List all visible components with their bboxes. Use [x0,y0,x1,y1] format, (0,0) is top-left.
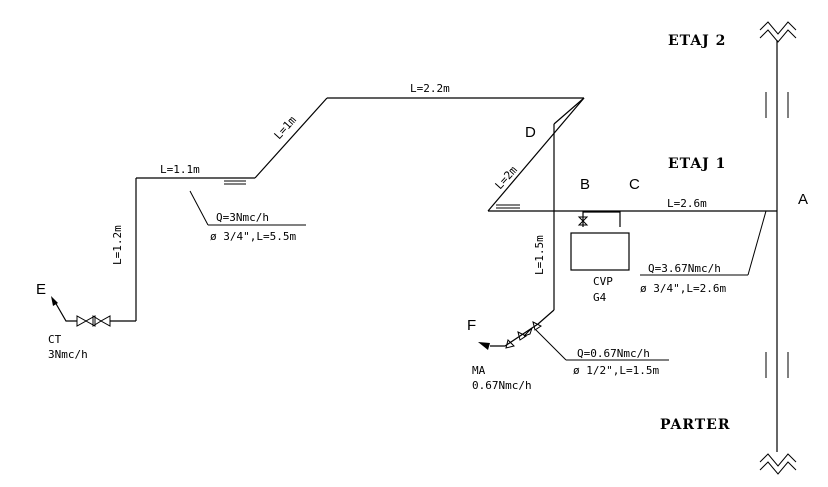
floor-label-parter: PARTER [660,417,730,433]
flow-q-left: Q=3Nmc/h [216,211,269,224]
flow-d-ab: ø 3/4",L=2.6m [640,282,726,295]
segment-label-top-run: L=2.2m [410,82,450,95]
cvp-type: G4 [593,291,607,304]
triangle-d [487,97,585,325]
ct-name: CT [48,333,62,346]
floor-label-etaj-2: ETAJ 2 [668,33,726,49]
cvp-name: CVP [593,275,613,288]
ma-flow: 0.67Nmc/h [472,379,532,392]
top-run [136,97,584,185]
ct-flow: 3Nmc/h [48,348,88,361]
segment-label-e-riser: L=1.2m [111,225,124,265]
point-label-c: C [629,176,640,193]
branch-f [478,321,542,350]
point-label-d: D [525,124,536,141]
point-label-a: A [798,191,808,208]
point-label-f: F [467,317,476,334]
riser-e [51,178,137,327]
flow-q-f: Q=0.67Nmc/h [577,347,650,360]
segment-label-drop-f: L=1.5m [533,235,546,275]
segment-label-diag-left: L=1m [272,113,300,142]
flow-leader-ab [640,210,767,276]
flow-leader-f [535,329,669,361]
segment-label-run-a: L=2.6m [667,197,707,210]
flow-d-f: ø 1/2",L=1.5m [573,364,659,377]
flow-d-left: ø 3/4",L=5.5m [210,230,296,243]
point-label-b: B [580,176,590,193]
flow-leader-left [189,190,306,226]
floor-label-etaj-1: ETAJ 1 [668,156,726,172]
flow-q-ab: Q=3.67Nmc/h [648,262,721,275]
cvp-meter [570,232,630,271]
point-label-e: E [36,281,46,298]
main-riser [759,21,797,475]
ma-name: MA [472,364,486,377]
segment-label-e-top: L=1.1m [160,163,200,176]
branch-a [488,204,777,227]
